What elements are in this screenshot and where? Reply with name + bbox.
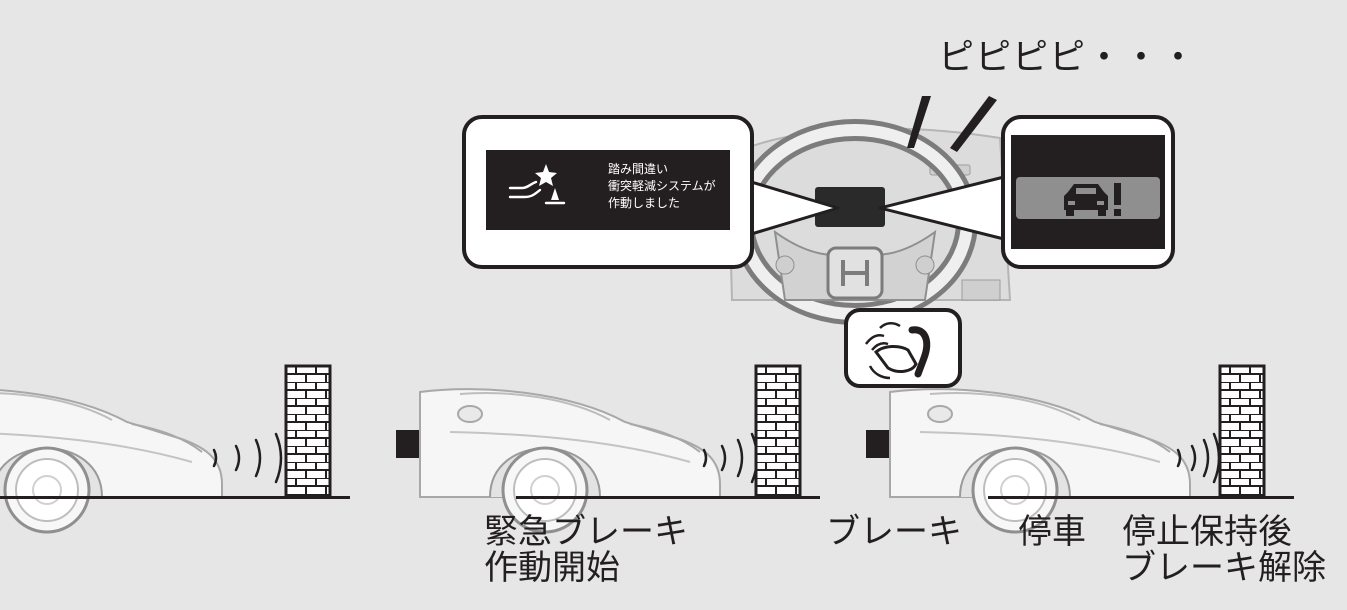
label-emergency-brake-line1: 緊急ブレーキ [484, 512, 688, 552]
label-brake-release-line1: 停止保持後 [1122, 512, 1292, 552]
label-emergency-brake: 緊急ブレーキ 作動開始 [484, 514, 688, 586]
warning-sound-text: ピピピピ・・・ [938, 37, 1198, 78]
foot-brake-pedal-icon [844, 308, 962, 388]
label-brake: ブレーキ [826, 512, 962, 552]
wall-obstacle [754, 364, 802, 498]
warning-message-line: 作動しました [608, 196, 681, 210]
wall-obstacle [1218, 364, 1266, 498]
car-illustration [418, 387, 722, 534]
warning-message-line: 踏み間違い [608, 162, 669, 176]
ground-line [516, 496, 820, 499]
label-brake-release-line2: ブレーキ解除 [1122, 548, 1326, 588]
label-brake-release: 停止保持後 ブレーキ解除 [1122, 514, 1326, 586]
car-warning-icon [1064, 183, 1121, 216]
pedal-misapplication-icon [508, 164, 566, 205]
scene-stopped [888, 364, 1294, 534]
warning-message-line: 衝突軽減システムが [608, 179, 716, 193]
scene-emergency-brake [418, 364, 820, 534]
scene-initial [0, 364, 350, 534]
sound-indicator-lines [907, 96, 997, 152]
sonar-waves [212, 432, 283, 484]
label-stop: 停車 [1018, 512, 1086, 552]
car-illustration [0, 387, 224, 534]
warning-message: 踏み間違い 衝突軽減システムが 作動しました [608, 161, 716, 212]
wall-obstacle [284, 364, 332, 498]
ground-line [0, 496, 350, 499]
message-callout [462, 115, 754, 269]
label-emergency-brake-line2: 作動開始 [484, 548, 620, 588]
ground-line [988, 496, 1294, 499]
car-illustration [888, 387, 1192, 534]
